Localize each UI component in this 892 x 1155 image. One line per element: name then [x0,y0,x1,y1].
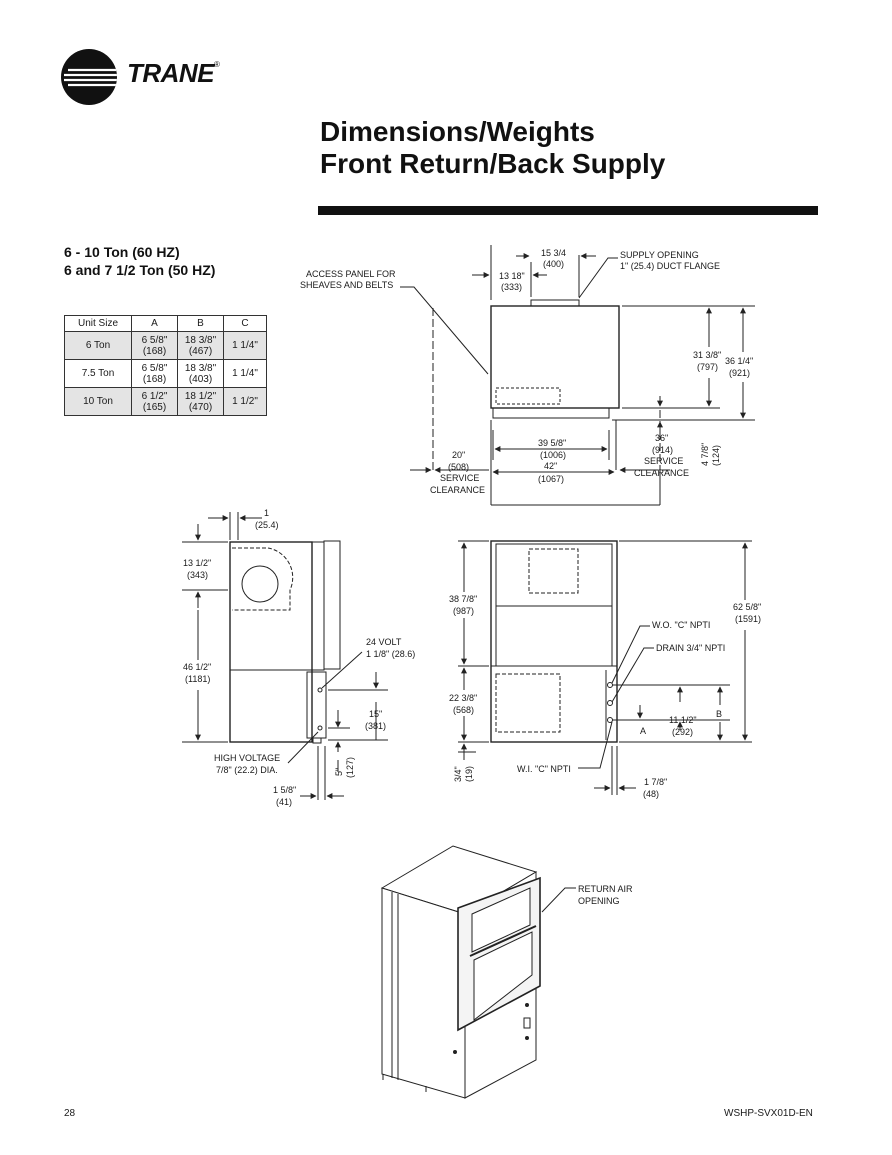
dimension-table: Unit Size A B C 6 Ton 6 5/8"(168) 18 3/8… [64,315,267,416]
dim-label: (1591) [735,614,761,624]
dim-label: (921) [729,368,750,378]
wo-npti-label: W.O. "C" NPTI [652,620,710,630]
dim-label: 22 3/8" [449,693,477,703]
dim-label: (797) [697,362,718,372]
brand-registered-mark: ® [214,60,220,69]
dim-label: 1 [264,508,269,518]
dim-label: (292) [672,727,693,737]
service-clearance-label: (914) [652,445,673,455]
subtitle-line2: 6 and 7 1/2 Ton (50 HZ) [64,262,216,278]
volt-label: 1 1/8" (28.6) [366,649,415,659]
dim-label: 5" [334,768,344,776]
return-air-label: OPENING [578,896,620,906]
wi-npti-label: W.I. "C" NPTI [517,764,571,774]
side-view-labels: 1 (25.4) 13 1/2" (343) 46 1/2" (1181) 24… [183,508,415,807]
service-clearance-label: SERVICE [644,456,683,466]
supply-opening-label: SUPPLY OPENING [620,250,699,260]
isometric-view-drawing [380,845,576,1099]
service-clearance-label: CLEARANCE [634,468,689,478]
return-air-label: RETURN AIR [578,884,633,894]
service-clearance-label: SERVICE [440,473,479,483]
dim-b-cell: 18 1/2"(470) [177,387,224,416]
table-header: B [177,315,224,332]
dim-label: (1067) [538,474,564,484]
service-clearance-label: (508) [448,462,469,472]
table-header: C [223,315,267,332]
top-view-drawing [400,245,755,506]
isometric-view-labels: RETURN AIR OPENING [578,884,633,906]
dim-label: 39 5/8" [538,438,566,448]
table-row: 7.5 Ton 6 5/8"(168) 18 3/8"(403) 1 1/4" [64,359,267,388]
dim-a-cell: 6 5/8"(168) [131,359,178,388]
unit-size-cell: 6 Ton [64,331,132,360]
dim-label: (25.4) [255,520,279,530]
supply-opening-label: 1" (25.4) DUCT FLANGE [620,261,720,271]
unit-size-cell: 10 Ton [64,387,132,416]
dim-c-cell: 1 1/2" [223,387,267,416]
dim-label: (400) [543,259,564,269]
front-view-labels: 38 7/8" (987) 62 5/8" (1591) W.O. "C" NP… [449,594,761,799]
dim-label: (987) [453,606,474,616]
page-number: 28 [64,1108,76,1119]
dim-label: 46 1/2" [183,662,211,672]
access-panel-label: ACCESS PANEL FOR [306,269,396,279]
dim-label: 15" [369,709,382,719]
access-panel-label: SHEAVES AND BELTS [300,280,393,290]
dim-label: 1 7/8" [644,777,667,787]
dim-label: (568) [453,705,474,715]
dim-label: 42" [544,461,557,471]
front-view-drawing [458,540,752,795]
title-rule [318,206,818,215]
dim-b-cell: 18 3/8"(467) [177,331,224,360]
top-view-labels: 15 3/4 (400) SUPPLY OPENING 1" (25.4) DU… [300,248,753,495]
dim-label: (19) [464,766,474,782]
dim-a-cell: 6 1/2"(165) [131,387,178,416]
high-voltage-label: HIGH VOLTAGE [214,753,280,763]
table-row: 10 Ton 6 1/2"(165) 18 1/2"(470) 1 1/2" [64,387,267,416]
drain-label: DRAIN 3/4" NPTI [656,643,725,653]
service-clearance-label: CLEARANCE [430,485,485,495]
volt-label: 24 VOLT [366,637,402,647]
dim-label: 3/4" [453,766,463,782]
dim-label: 13 18" [499,271,525,281]
dim-label: 1 5/8" [273,785,296,795]
dim-label: 4 7/8" [700,443,710,466]
document-id: WSHP-SVX01D-EN [724,1108,813,1119]
table-row: 6 Ton 6 5/8"(168) 18 3/8"(467) 1 1/4" [64,331,267,360]
dim-label: 15 3/4 [541,248,566,258]
dim-a-cell: 6 5/8"(168) [131,331,178,360]
high-voltage-label: 7/8" (22.2) DIA. [216,765,278,775]
dim-label: 11 1/2" [669,715,697,725]
service-clearance-label: 20" [452,450,465,460]
subtitle-line1: 6 - 10 Ton (60 HZ) [64,244,180,260]
page-title-line1: Dimensions/Weights [320,116,595,147]
dim-label: (1181) [185,674,210,684]
dim-label: (41) [276,797,292,807]
dim-b-cell: 18 3/8"(403) [177,359,224,388]
service-clearance-label: 36" [655,433,668,443]
dim-label: 13 1/2" [183,558,211,568]
unit-size-cell: 7.5 Ton [64,359,132,388]
dim-label: (124) [711,445,721,466]
table-header-row: Unit Size A B C [64,315,267,332]
dim-label: (127) [345,757,355,778]
dim-b-label: B [716,709,722,719]
dim-c-cell: 1 1/4" [223,359,267,388]
dim-a-label: A [640,726,646,736]
dim-label: 62 5/8" [733,602,761,612]
dim-label: 36 1/4" [725,356,753,366]
side-view-drawing [182,512,388,800]
dim-label: (343) [187,570,208,580]
dim-label: 31 3/8" [693,350,721,360]
dim-label: (1006) [540,450,566,460]
trane-logo-icon [61,49,117,105]
dim-label: 38 7/8" [449,594,477,604]
dim-c-cell: 1 1/4" [223,331,267,360]
dim-label: (333) [501,282,522,292]
page-title-line2: Front Return/Back Supply [320,148,666,179]
dim-label: (381) [365,721,386,731]
brand-name: TRANE [127,58,215,88]
dim-label: (48) [643,789,659,799]
